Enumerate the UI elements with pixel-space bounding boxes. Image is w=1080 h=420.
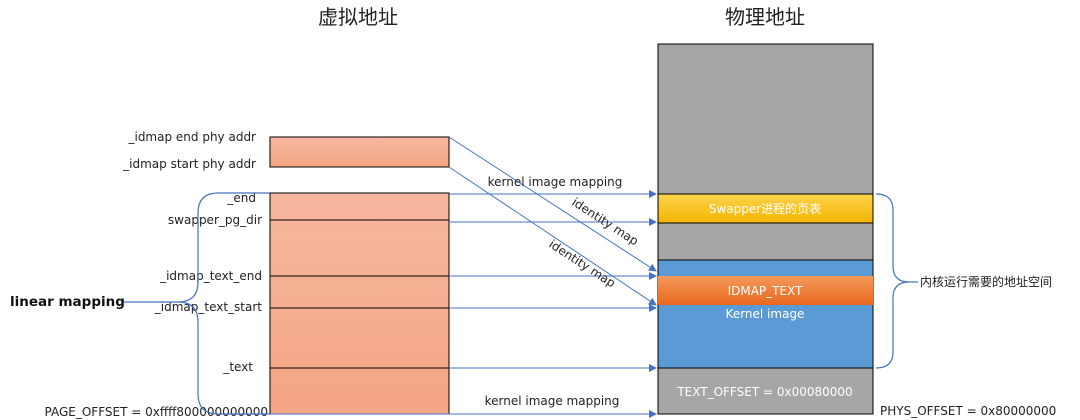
kernel-address-space-brace [875, 193, 910, 369]
arrow-identity-map-start [448, 166, 657, 306]
label-idmap-start-phy-addr: _idmap start phy addr [122, 157, 256, 171]
kernel-image-mapping-label-top: kernel image mapping [488, 175, 623, 189]
label-swapper-pg-dir: swapper_pg_dir [168, 213, 262, 227]
kernel-image-label: Kernel image [726, 307, 805, 321]
physical-address-title: 物理地址 [725, 5, 805, 29]
idmap-virtual-block [269, 136, 450, 168]
swapper-page-tables-block [657, 193, 874, 224]
virtual-address-title: 虚拟地址 [318, 5, 398, 29]
label-linear-mapping: linear mapping [10, 294, 125, 310]
text-offset-label: TEXT_OFFSET = 0x00080000 [676, 385, 852, 399]
kernel-address-space-label: 内核运行需要的地址空间 [920, 274, 1052, 289]
label-end: _end [226, 191, 256, 205]
label-idmap-text-start: _idmap_text_start [154, 300, 263, 314]
label-text: _text [222, 360, 253, 374]
phys-offset-label: PHYS_OFFSET = 0x80000000 [880, 404, 1056, 418]
kernel-virtual-block [269, 192, 450, 415]
arrow-identity-map-end [448, 136, 657, 272]
idmap-text-block [658, 276, 873, 305]
label-page-offset: PAGE_OFFSET = 0xffff800000000000 [45, 405, 269, 419]
kernel-image-mapping-label-bottom: kernel image mapping [485, 394, 620, 408]
identity-map-label-2: identity map [546, 237, 618, 290]
idmap-text-label: IDMAP_TEXT [728, 284, 804, 298]
label-idmap-end-phy-addr: _idmap end phy addr [127, 130, 256, 144]
label-idmap-text-end: _idmap_text_end [159, 269, 262, 283]
swapper-page-tables-label: Swapper进程的页表 [709, 201, 821, 216]
